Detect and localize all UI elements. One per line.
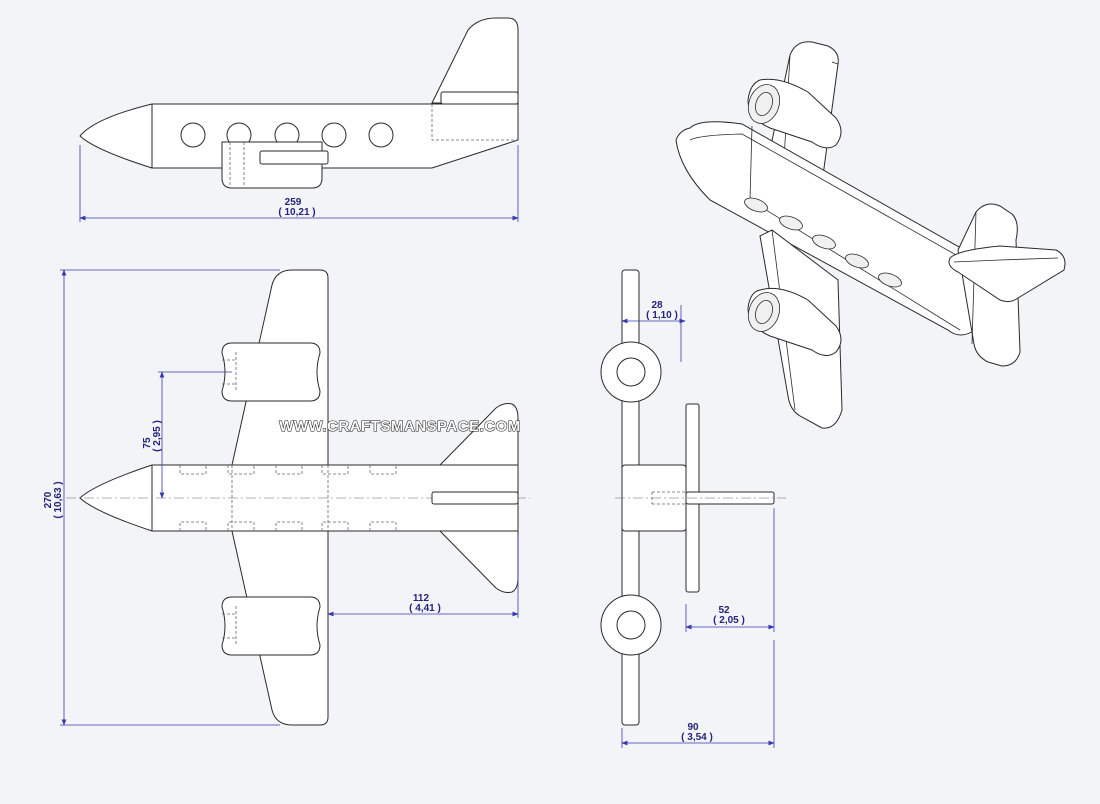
span-dimension-mm: 270 [43, 491, 54, 508]
tail-width-dimension-in: ( 2,05 ) [713, 615, 745, 626]
tail-offset-dimension-mm: 112 [413, 593, 430, 604]
tail-width-dimension-mm: 52 [718, 605, 730, 616]
depth-dimension-mm: 90 [687, 722, 699, 733]
tail-offset-dimension-in: ( 4,41 ) [409, 603, 441, 614]
watermark: WWW.CRAFTSMANSPACE.COM [279, 418, 521, 435]
side-windows [180, 122, 394, 148]
wing-thickness-dimension-in: ( 1,10 ) [646, 310, 678, 321]
length-dimension-in: ( 10,21 ) [278, 207, 315, 218]
wing-thickness-dimension-mm: 28 [651, 300, 663, 311]
top-hidden-windows [179, 465, 397, 531]
depth-dimension-in: ( 3,54 ) [681, 732, 713, 743]
length-dimension-mm: 259 [285, 197, 302, 208]
engine-offset-dimension-in: ( 2,95 ) [152, 420, 163, 452]
span-dimension-in: ( 10,63 ) [53, 481, 64, 518]
iso-windows [744, 197, 902, 288]
engine-offset-dimension-mm: 75 [142, 437, 153, 449]
front-view: 28 ( 1,10 ) 52 ( 2,05 ) 90 ( 3,54 ) [600, 269, 786, 748]
side-view: 259 ( 10,21 ) [79, 17, 519, 222]
top-view: 270 ( 10,63 ) 75 ( 2,95 ) 112 ( 4,41 ) [43, 269, 530, 726]
isometric-view [675, 41, 1066, 429]
